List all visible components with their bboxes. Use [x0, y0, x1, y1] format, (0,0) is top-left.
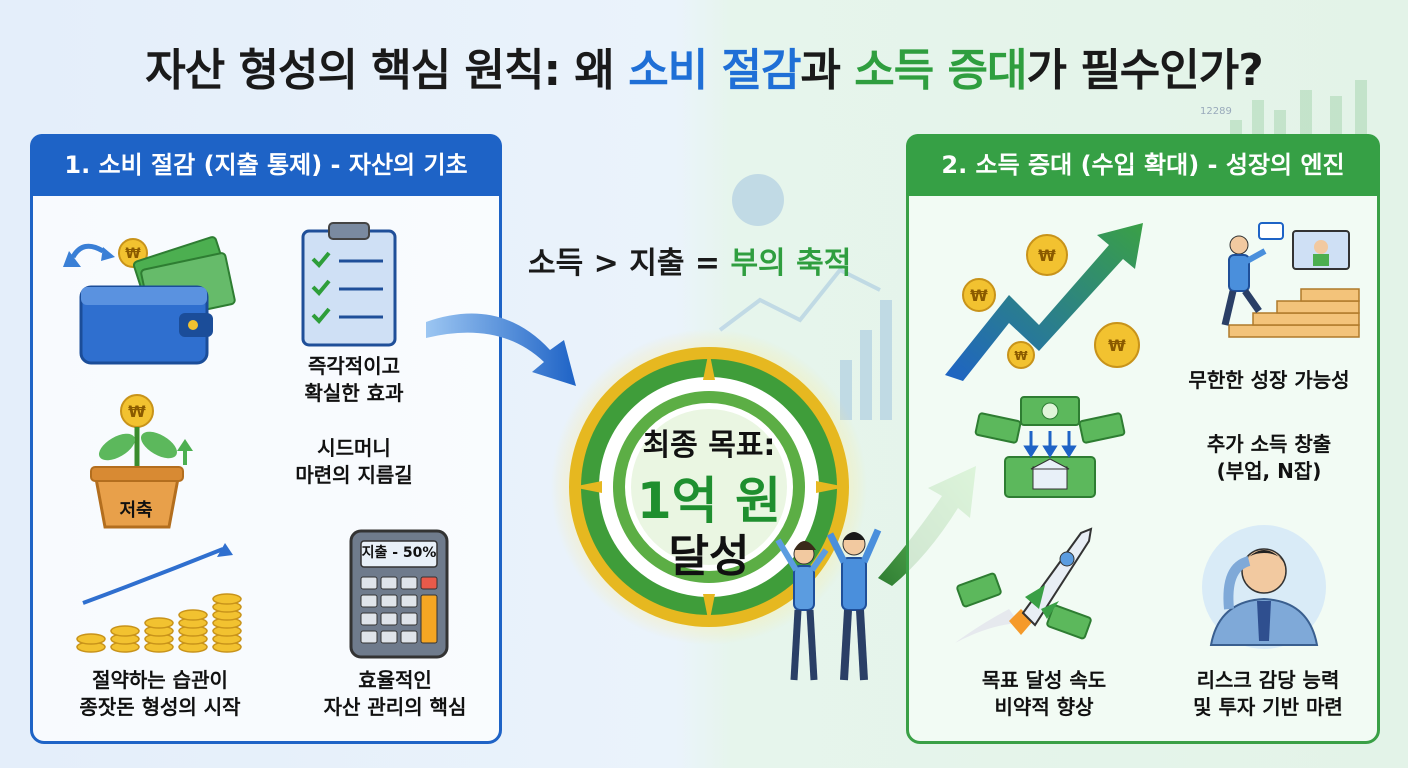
goal-line-1: 최종 목표:: [642, 428, 776, 463]
coin-stacks-icon: [76, 543, 242, 653]
equation-rhs: 부의 축적: [730, 246, 852, 281]
calculator-display-text: 지출 - 50%: [361, 545, 437, 561]
svg-text:₩: ₩: [1108, 336, 1126, 355]
spending-arrow-icon: [426, 313, 576, 386]
title-highlight-spending: 소비 절감: [628, 45, 801, 96]
svg-text:₩: ₩: [128, 402, 146, 421]
wallet-icon: ₩: [63, 236, 236, 365]
income-increase-panel: 2. 소득 증대 (수입 확대) - 성장의 엔진 ₩₩₩₩ 무한한 성장 가능: [906, 134, 1380, 744]
efficient-management-caption: 효율적인 자산 관리의 핵심: [323, 668, 467, 719]
growth-arrow-icon: ₩ ₩ ₩ ₩: [945, 223, 1143, 381]
speed-caption: 목표 달성 속도 비약적 향상: [981, 668, 1107, 719]
background-number: 12289: [1200, 106, 1232, 117]
rocket-icon: [955, 527, 1093, 643]
svg-text:₩: ₩: [125, 246, 141, 262]
svg-text:₩: ₩: [970, 286, 988, 305]
page-title: 자산 형성의 핵심 원칙: 왜 소비 절감과 소득 증대가 필수인가?: [0, 34, 1408, 98]
immediate-effect-caption: 즉각적이고 확실한 효과: [304, 354, 404, 405]
svg-text:₩: ₩: [1014, 349, 1028, 363]
equation-lhs: 소득 > 지출 =: [528, 246, 731, 281]
celebrating-people-icon: [775, 528, 882, 681]
businessman-icon: [1202, 525, 1326, 649]
title-part-1: 자산 형성의 핵심 원칙: 왜: [145, 45, 629, 96]
goal-line-3: 달성: [668, 531, 750, 582]
income-panel-header: 2. 소득 증대 (수입 확대) - 성장의 엔진: [906, 134, 1380, 196]
savings-plant-icon: ₩: [90, 394, 193, 529]
checklist-clipboard-icon: [301, 222, 397, 347]
growth-potential-caption: 무한한 성장 가능성: [1188, 368, 1350, 392]
calculator-icon: [349, 529, 449, 659]
income-streams-icon: [974, 396, 1126, 498]
risk-capacity-caption: 리스크 감당 능력 및 투자 기반 마련: [1193, 668, 1343, 719]
final-goal-target: 최종 목표: 1억 원 달성: [550, 328, 868, 646]
habit-caption: 절약하는 습관이 종잣돈 형성의 시작: [79, 668, 241, 719]
svg-text:₩: ₩: [1038, 246, 1056, 265]
seed-money-caption: 시드머니 마련의 지름길: [295, 436, 413, 487]
goal-amount: 1억 원: [636, 472, 782, 530]
target-icon: [551, 329, 867, 645]
spending-panel-header: 1. 소비 절감 (지출 통제) - 자산의 기초: [30, 134, 502, 196]
title-part-2: 과: [800, 45, 855, 96]
extra-income-caption: 추가 소득 창출 (부업, N잡): [1206, 432, 1332, 483]
spending-reduction-panel: 1. 소비 절감 (지출 통제) - 자산의 기초 ₩ ₩ 저축: [30, 134, 502, 744]
wealth-equation: 소득 > 지출 = 부의 축적: [528, 238, 888, 282]
climbing-stairs-icon: [1221, 222, 1360, 338]
title-part-3: 가 필수인가?: [1026, 45, 1264, 96]
pot-label: 저축: [119, 500, 153, 521]
title-highlight-income: 소득 증대: [854, 45, 1027, 96]
